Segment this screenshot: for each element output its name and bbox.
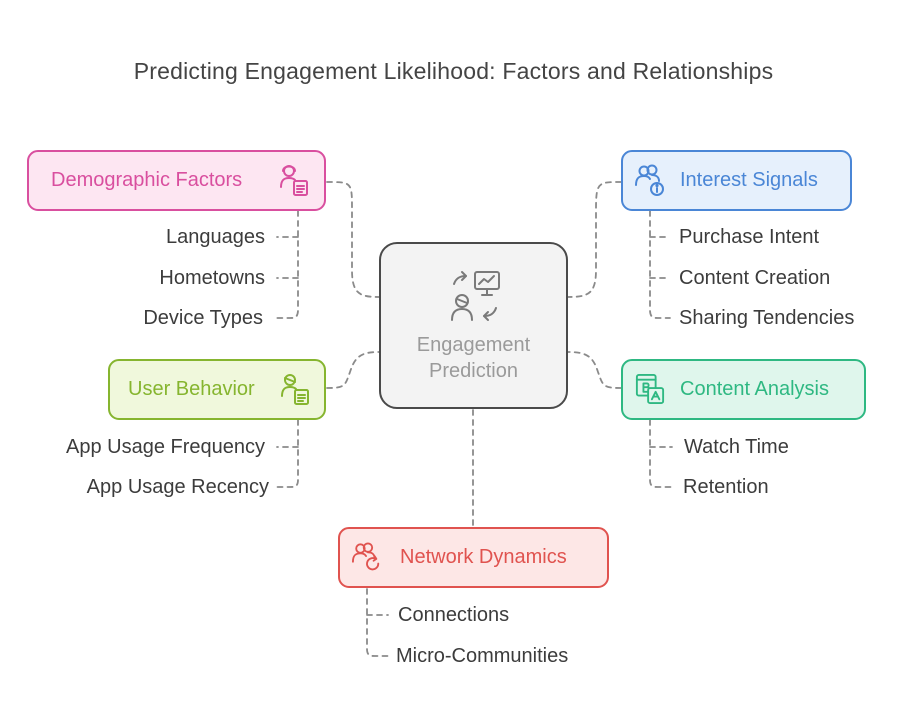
- node-network-dynamics: Network Dynamics: [338, 527, 609, 588]
- center-label-line1: Engagement: [416, 334, 531, 356]
- network-item-2: Micro-Communities: [396, 645, 569, 667]
- content-item-2: Retention: [683, 476, 769, 498]
- connector-behavior: [326, 351, 380, 389]
- users-refresh-icon: [352, 542, 380, 571]
- tree-network: [366, 588, 389, 657]
- node-interest-label: Interest Signals: [680, 169, 818, 191]
- demographic-item-2: Hometowns: [159, 267, 265, 289]
- connector-content: [567, 351, 622, 389]
- node-network-label: Network Dynamics: [400, 546, 567, 568]
- connector-interest: [567, 181, 622, 298]
- node-demographic-factors: Demographic Factors: [27, 150, 326, 211]
- interest-item-2: Content Creation: [679, 267, 831, 289]
- node-interest-signals: Interest Signals: [621, 150, 852, 211]
- tree-content: [649, 419, 673, 488]
- center-node: Engagement Prediction: [379, 242, 568, 409]
- engagement-prediction-icon: [451, 271, 500, 321]
- users-info-icon: [635, 164, 664, 196]
- tree-behavior: [276, 419, 299, 488]
- user-profile-icon: [280, 165, 308, 196]
- node-content-label: Content Analysis: [680, 378, 829, 400]
- content-item-1: Watch Time: [684, 436, 789, 458]
- behavior-item-2: App Usage Recency: [86, 476, 269, 498]
- demographic-item-1: Languages: [166, 226, 265, 248]
- tree-demographic: [276, 210, 299, 319]
- center-label-line2: Prediction: [429, 360, 518, 382]
- network-item-1: Connections: [398, 604, 510, 626]
- connector-demographic: [326, 181, 380, 298]
- content-layout-icon: [635, 374, 665, 404]
- demographic-item-3: Device Types: [143, 307, 263, 329]
- behavior-item-1: App Usage Frequency: [65, 436, 265, 458]
- user-profile-icon: [281, 374, 309, 405]
- diagram-title: Predicting Engagement Likelihood: Factor…: [133, 58, 774, 84]
- node-user-behavior: User Behavior: [108, 359, 326, 420]
- interest-item-1: Purchase Intent: [679, 226, 820, 248]
- node-content-analysis: Content Analysis: [621, 359, 866, 420]
- node-demographic-label: Demographic Factors: [51, 169, 243, 191]
- tree-interest: [649, 210, 671, 319]
- interest-item-3: Sharing Tendencies: [679, 307, 855, 329]
- node-behavior-label: User Behavior: [128, 378, 255, 400]
